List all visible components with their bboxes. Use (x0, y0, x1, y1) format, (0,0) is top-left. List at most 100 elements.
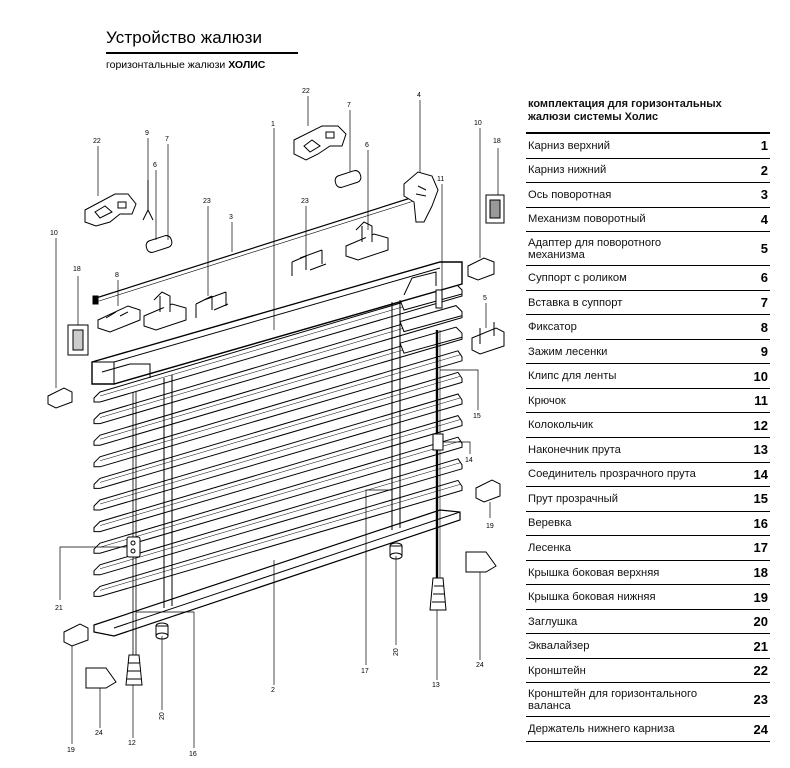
callout-8: 8 (115, 272, 119, 279)
callout-18b: 18 (493, 138, 501, 145)
slat-upper (399, 326, 463, 354)
callout-7b: 7 (347, 102, 351, 109)
parts-list-row: Крышка боковая верхняя 18 (526, 561, 770, 586)
part-name: Механизм поворотный (528, 213, 646, 226)
parts-list-heading: комплектация для горизонтальных жалюзи с… (528, 98, 722, 123)
callout-10a: 10 (50, 230, 58, 237)
part-name: Карниз нижний (528, 164, 607, 177)
part-number: 3 (760, 187, 768, 203)
parts-list-row: Держатель нижнего карниза 24 (526, 717, 770, 743)
slat (93, 371, 463, 489)
part-name: Суппорт с роликом (528, 271, 627, 284)
parts-list-row: Кронштейн для горизонтального валанса 23 (526, 683, 770, 718)
part-bracket-22-top (293, 125, 347, 161)
parts-list-row: Веревка 16 (526, 512, 770, 537)
part-number: 13 (753, 442, 768, 458)
part-name: Крючок (528, 394, 566, 407)
part-number: 10 (753, 368, 768, 384)
part-number: 17 (753, 540, 768, 556)
slat (93, 350, 463, 468)
part-name: Карниз верхний (528, 139, 611, 152)
slat (93, 415, 463, 533)
callout-3: 3 (229, 214, 233, 221)
part-number: 7 (760, 295, 768, 310)
part-number: 6 (760, 270, 768, 286)
part-holder-24-left (85, 667, 117, 689)
part-number: 24 (753, 721, 768, 737)
callout-13: 13 (432, 682, 440, 689)
callout-19a: 19 (486, 523, 494, 530)
callout-22a: 22 (93, 138, 101, 145)
part-name: Кронштейн для горизонтального валанса (528, 687, 698, 712)
subtitle-text: горизонтальные жалюзи (106, 58, 226, 71)
callout-6a: 6 (153, 162, 157, 169)
callout-4: 4 (417, 92, 421, 99)
page-header: Устройство жалюзи горизонтальные жалюзи … (106, 28, 306, 71)
part-name: Соединитель прозрачного прута (528, 468, 696, 481)
callout-23b: 23 (301, 198, 309, 205)
callout-22b: 22 (302, 88, 310, 95)
callout-21: 21 (55, 605, 63, 612)
part-plug-20 (155, 542, 403, 640)
callout-20b: 20 (159, 712, 166, 720)
part-fixator-8 (97, 305, 141, 333)
callout-18a: 18 (73, 266, 81, 273)
part-number: 8 (760, 319, 768, 335)
part-clip-10-left (47, 387, 73, 409)
part-bracket-22-left (84, 193, 137, 227)
part-number: 23 (753, 692, 768, 708)
subtitle-brand: ХОЛИС (228, 58, 266, 71)
part-number: 18 (753, 565, 768, 581)
callout-labels: 1 2 3 4 5 6 6 7 7 8 9 10 10 11 12 13 14 … (50, 88, 501, 758)
part-name: Лесенка (528, 541, 571, 554)
slat (93, 436, 463, 554)
callout-12: 12 (128, 740, 136, 747)
part-insert-7 (145, 170, 362, 253)
part-valance-clip-23 (195, 249, 327, 318)
part-number: 9 (760, 344, 768, 360)
slat (93, 393, 463, 511)
part-adapter-5 (471, 322, 505, 355)
callout-15: 15 (473, 413, 481, 420)
page-title: Устройство жалюзи (106, 28, 263, 47)
callout-17: 17 (361, 668, 369, 675)
part-holder-24-right (465, 551, 497, 573)
part-name: Вставка в суппорт (528, 296, 623, 309)
blinds-exploded-diagram: 1 2 3 4 5 6 6 7 7 8 9 10 10 11 12 13 14 … (47, 88, 505, 758)
callout-10b: 10 (474, 120, 482, 127)
part-number: 21 (753, 638, 768, 654)
part-bottom-cap-19-left (63, 623, 89, 647)
title-underline (106, 52, 298, 54)
part-name: Фиксатор (528, 321, 577, 334)
part-number: 16 (753, 515, 768, 531)
part-name: Крышка боковая верхняя (528, 566, 660, 579)
callout-14: 14 (465, 457, 473, 464)
part-number: 19 (753, 589, 768, 605)
callout-7a: 7 (165, 136, 169, 143)
callout-11: 11 (437, 176, 444, 183)
parts-list-panel: комплектация для горизонтальных жалюзи с… (526, 98, 770, 743)
part-name: Адаптер для поворотного механизма (528, 236, 662, 261)
part-name: Кронштейн (528, 664, 586, 677)
part-name: Зажим лесенки (528, 345, 608, 358)
callout-5: 5 (483, 295, 487, 302)
slat-upper (399, 305, 463, 333)
callout-24b: 24 (95, 730, 103, 737)
part-name: Держатель нижнего карниза (528, 723, 675, 736)
part-support-6 (143, 221, 389, 331)
callout-9: 9 (145, 130, 149, 137)
callout-16: 16 (189, 751, 197, 758)
part-number: 20 (753, 614, 768, 630)
callout-20a: 20 (393, 648, 400, 656)
part-ladder-clip-9 (142, 180, 154, 221)
part-name: Прут прозрачный (528, 492, 618, 505)
part-name: Веревка (528, 517, 572, 530)
